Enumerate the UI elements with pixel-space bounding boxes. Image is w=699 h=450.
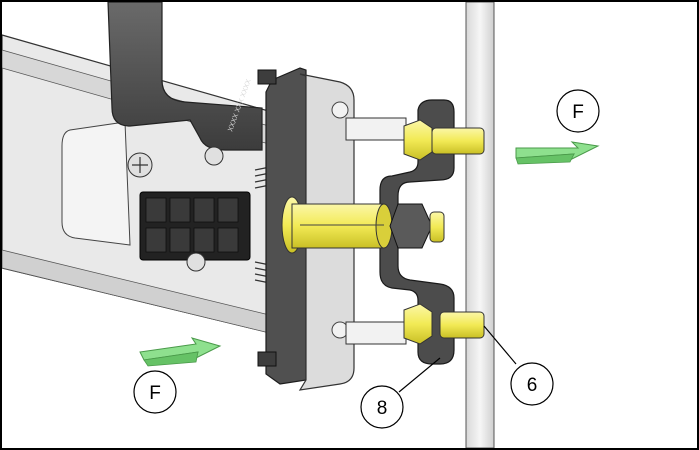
callout-f-bottom: F [133, 370, 177, 414]
spacer-bracket [379, 99, 455, 365]
lower-bolt [403, 303, 485, 345]
callout-f-bottom-label: F [149, 383, 161, 404]
leader-lines [398, 325, 517, 393]
arrow-bottom-left [139, 337, 222, 367]
callout-6-label: 6 [527, 375, 538, 396]
callout-f-top: F [556, 89, 600, 133]
callout-8: 8 [360, 385, 404, 429]
latch-body [127, 146, 286, 287]
leader-line-8 [398, 357, 441, 393]
arrow-top-right [515, 141, 600, 165]
callout-8-label: 8 [377, 398, 388, 419]
vertical-pole [465, 1, 495, 449]
lower-rod [345, 321, 407, 345]
upper-rod [345, 117, 407, 141]
leader-line-6 [483, 325, 517, 365]
upper-bolt [403, 119, 485, 161]
center-nut [389, 203, 445, 249]
callout-f-top-label: F [572, 102, 584, 123]
center-pin [281, 196, 393, 254]
callout-6: 6 [510, 362, 554, 406]
